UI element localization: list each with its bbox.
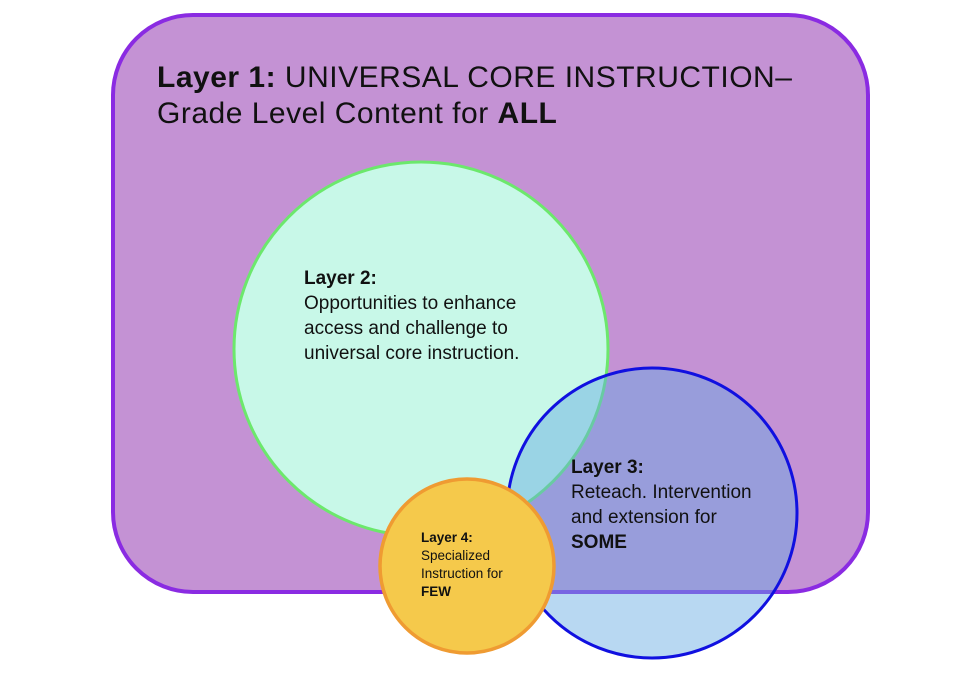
layer1-description: UNIVERSAL CORE INSTRUCTION–Grade Level C… [157,61,793,130]
layer3-label: Layer 3: [571,457,644,478]
layer1-text: Layer 1: UNIVERSAL CORE INSTRUCTION–Grad… [157,60,797,132]
layer4-description: Specialized Instruction for [421,548,503,581]
layer3-text: Layer 3: Reteach. Intervention and extens… [571,455,761,555]
layer2-description: Opportunities to enhance access and chal… [304,293,520,364]
layer2-text: Layer 2: Opportunities to enhance access … [304,266,544,366]
layer4-emphasis: FEW [421,584,451,599]
layer3-emphasis: SOME [571,532,627,553]
layer4-label: Layer 4: [421,530,473,545]
layer3-description: Reteach. Intervention and extension for [571,482,752,528]
layer4-text: Layer 4: Specialized Instruction for FEW [421,529,531,601]
layer2-label: Layer 2: [304,268,377,289]
layer1-label: Layer 1: [157,61,277,94]
layer4-circle [378,477,556,655]
layer1-emphasis: ALL [497,97,558,130]
